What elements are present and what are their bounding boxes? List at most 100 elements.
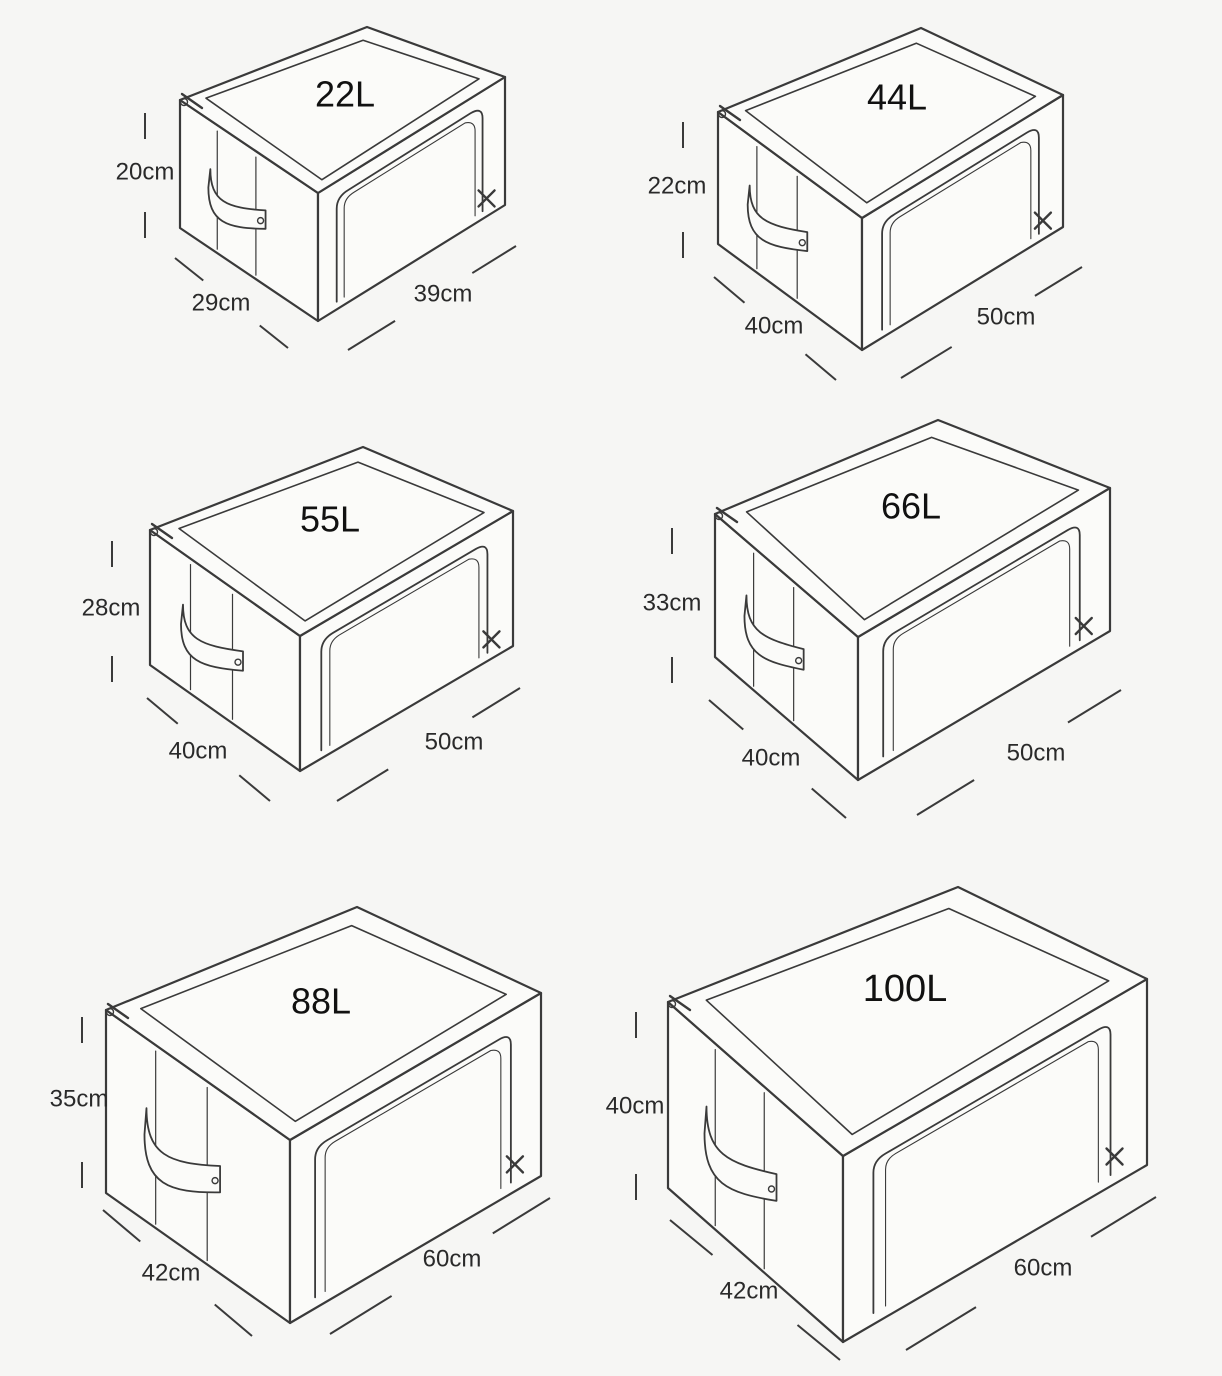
door-zipper-pull-b xyxy=(1033,211,1053,230)
front-window-zipper xyxy=(320,545,489,752)
lid xyxy=(178,25,507,195)
depth-dim-line-a xyxy=(102,1209,141,1243)
width-label: 50cm xyxy=(1007,739,1066,766)
height-label: 20cm xyxy=(116,158,175,185)
lid-zipper-outline xyxy=(745,436,1080,621)
height-label: 33cm xyxy=(643,589,702,616)
capacity-label: 22L xyxy=(315,74,375,115)
depth-dim-line-b xyxy=(796,1324,841,1361)
depth-dim-line-a xyxy=(174,257,204,282)
storage-box-1: 22L 20cm 29cm 39cm xyxy=(116,25,517,351)
lid-zipper-outline xyxy=(705,907,1110,1136)
width-dim-line-b xyxy=(492,1197,551,1235)
lid-zipper-slider xyxy=(105,1007,115,1017)
width-dim-line-a xyxy=(916,779,975,816)
front-window-inner xyxy=(892,540,1071,752)
handle-strap xyxy=(746,184,809,253)
capacity-label: 55L xyxy=(300,499,360,540)
depth-dim-line-b xyxy=(811,787,847,819)
door-zipper-pull-b xyxy=(505,1155,525,1174)
front-window-zipper xyxy=(335,109,484,303)
depth-dim-line-b xyxy=(259,324,289,349)
lid-zipper-outline xyxy=(744,42,1037,204)
capacity-label: 88L xyxy=(291,981,351,1022)
front-window-zipper xyxy=(881,129,1040,331)
depth-label: 40cm xyxy=(742,744,801,771)
handle-strap xyxy=(207,168,267,230)
door-zipper-pull-b xyxy=(482,630,501,649)
front-window-inner xyxy=(329,558,480,746)
width-dim-line-a xyxy=(347,320,396,351)
handle-rivet xyxy=(256,216,265,225)
width-dim-line-b xyxy=(1090,1196,1157,1238)
width-dim-line-a xyxy=(905,1306,977,1351)
storage-box-6: 100L 40cm 42cm 60cm xyxy=(606,885,1157,1361)
depth-label: 42cm xyxy=(142,1259,201,1286)
width-dim-line-a xyxy=(336,768,389,802)
width-label: 50cm xyxy=(977,303,1036,330)
width-label: 60cm xyxy=(423,1245,482,1272)
door-zipper-pull-b xyxy=(1074,616,1093,636)
depth-dim-line-b xyxy=(804,353,837,381)
handle-rivet xyxy=(798,238,806,247)
lid-zipper-outline xyxy=(140,924,508,1123)
lid xyxy=(104,905,543,1142)
height-label: 40cm xyxy=(606,1092,665,1119)
lid xyxy=(713,418,1112,639)
handle-strap xyxy=(703,1105,778,1202)
lid-zipper-slider xyxy=(717,109,727,119)
lid-zipper-slider xyxy=(179,97,189,107)
handle-rivet xyxy=(211,1176,219,1185)
capacity-label: 66L xyxy=(881,486,941,527)
lid-zipper-pull xyxy=(668,994,692,1012)
height-label: 35cm xyxy=(50,1085,109,1112)
handle-strap xyxy=(743,594,805,671)
handle-rivet xyxy=(767,1185,776,1193)
depth-dim-line-a xyxy=(713,276,746,304)
front-window-zipper xyxy=(314,1036,512,1299)
front-window-inner xyxy=(889,141,1032,326)
front-window-inner xyxy=(885,1040,1099,1307)
front-window-zipper xyxy=(882,526,1081,758)
depth-label: 42cm xyxy=(720,1277,779,1304)
lid-zipper-pull xyxy=(718,104,742,122)
width-dim-line-b xyxy=(471,687,521,719)
handle-strap xyxy=(143,1107,221,1194)
front-window-inner xyxy=(324,1049,502,1292)
lid-zipper-slider xyxy=(667,999,677,1009)
lid xyxy=(716,26,1065,220)
handle-rivet xyxy=(794,656,803,665)
lid-zipper-pull xyxy=(180,92,204,110)
width-label: 39cm xyxy=(414,280,473,307)
capacity-label: 100L xyxy=(863,968,948,1010)
width-dim-line-a xyxy=(329,1295,393,1335)
depth-label: 29cm xyxy=(192,289,251,316)
height-label: 22cm xyxy=(648,172,707,199)
depth-dim-line-a xyxy=(669,1219,714,1256)
width-dim-line-b xyxy=(471,245,517,274)
front-window-zipper xyxy=(872,1026,1112,1315)
width-dim-line-b xyxy=(1067,689,1122,724)
depth-label: 40cm xyxy=(745,312,804,339)
lid-zipper-outline xyxy=(205,39,480,181)
storage-box-4: 66L 33cm 40cm 50cm xyxy=(643,418,1122,819)
depth-dim-line-a xyxy=(146,697,179,725)
depth-dim-line-b xyxy=(214,1303,253,1337)
door-zipper-pull-b xyxy=(1105,1147,1124,1166)
lid-zipper-outline xyxy=(178,461,485,622)
depth-dim-line-a xyxy=(708,699,744,731)
door-zipper-pull-b xyxy=(477,189,496,208)
lid-zipper-pull xyxy=(715,506,739,524)
lid-zipper-pull xyxy=(106,1002,130,1020)
depth-label: 40cm xyxy=(169,737,228,764)
width-label: 50cm xyxy=(425,728,484,755)
lid xyxy=(666,885,1149,1158)
height-label: 28cm xyxy=(82,594,141,621)
width-label: 60cm xyxy=(1014,1254,1073,1281)
width-dim-line-b xyxy=(1034,266,1083,297)
depth-dim-line-b xyxy=(238,774,271,802)
storage-box-5: 88L 35cm 42cm 60cm xyxy=(50,905,551,1337)
